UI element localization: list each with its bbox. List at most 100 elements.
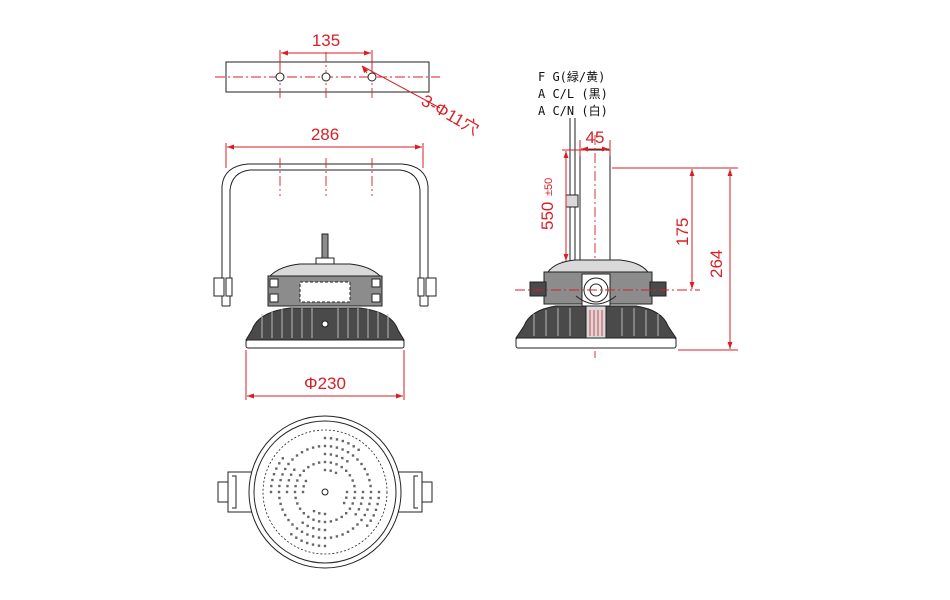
- dim-overall-height: 264: [707, 250, 726, 278]
- led-dot: [285, 490, 289, 494]
- led-dot: [278, 462, 281, 465]
- led-dot: [376, 502, 379, 506]
- led-dot: [279, 478, 282, 482]
- led-dot: [368, 478, 371, 482]
- led-dot: [340, 465, 343, 469]
- led-dot: [368, 502, 371, 506]
- led-dot: [318, 512, 321, 515]
- led-dot: [335, 463, 338, 466]
- led-dot: [323, 520, 327, 524]
- led-dot: [360, 518, 363, 522]
- led-dot: [335, 446, 339, 449]
- led-dot: [345, 512, 348, 515]
- led-dot: [312, 509, 316, 513]
- led-dot: [304, 479, 308, 483]
- side-elevation-view: F G(緑/黄) A C/L (黒) A C/N (白) 45 550 ±50: [515, 69, 738, 358]
- wiring-label-fg: F G(緑/黄): [538, 69, 605, 84]
- led-dot: [353, 484, 356, 488]
- led-dot: [335, 438, 339, 441]
- led-dot: [341, 533, 344, 536]
- led-dot: [377, 490, 381, 494]
- led-dot: [356, 458, 359, 461]
- led-dot: [290, 533, 293, 536]
- led-dot: [300, 530, 304, 533]
- led-dot: [312, 518, 315, 521]
- led-dot: [279, 502, 282, 506]
- led-dot: [329, 437, 333, 440]
- led-dot: [302, 485, 305, 488]
- led-dot: [302, 512, 305, 515]
- led-dot: [323, 444, 327, 448]
- led-dot: [353, 490, 357, 494]
- led-dot: [296, 479, 299, 482]
- led-dot: [284, 513, 287, 517]
- led-dot: [286, 484, 289, 488]
- led-dot: [281, 473, 284, 476]
- led-dot: [354, 513, 357, 516]
- led-dot: [341, 439, 344, 443]
- led-dot: [298, 474, 302, 477]
- wiring-label-acn: A C/N (白): [538, 103, 608, 118]
- led-dot: [347, 442, 350, 445]
- led-dot: [323, 528, 327, 532]
- led-dot: [271, 478, 274, 482]
- led-dot: [317, 528, 321, 531]
- led-dot: [301, 521, 304, 524]
- led-dot: [363, 513, 366, 517]
- led-dot: [272, 473, 276, 476]
- led-dot: [366, 524, 369, 527]
- led-dot: [357, 508, 361, 511]
- wiring-label-acl: A C/L (黒): [538, 87, 608, 101]
- hanging-bracket: [229, 169, 421, 306]
- led-dot: [317, 544, 321, 547]
- led-dot: [298, 507, 302, 510]
- led-dot: [346, 451, 350, 454]
- front-elevation-view: 286: [213, 125, 437, 400]
- led-dot: [348, 474, 352, 477]
- dim-body-diameter: Φ230: [304, 374, 346, 393]
- led-dot: [317, 445, 321, 448]
- led-dot: [323, 544, 327, 548]
- led-dot: [335, 518, 338, 521]
- led-dot: [291, 458, 294, 461]
- led-dot: [295, 454, 299, 457]
- led-dot: [341, 448, 344, 451]
- led-dot: [306, 448, 309, 451]
- led-dot: [293, 468, 296, 471]
- led-dot: [323, 452, 327, 456]
- led-dot: [374, 508, 378, 511]
- led-dot: [302, 469, 305, 472]
- led-dot: [296, 502, 299, 505]
- led-dot: [359, 502, 363, 505]
- dim-hole-callout: 3-Φ11穴: [418, 91, 482, 139]
- led-dot: [323, 512, 327, 516]
- led-array: [269, 436, 381, 548]
- led-dot: [340, 515, 343, 519]
- led-dot: [360, 462, 363, 466]
- led-dot: [307, 465, 310, 469]
- led-dot: [346, 530, 350, 533]
- led-dot: [329, 461, 333, 464]
- led-dot: [307, 515, 310, 519]
- led-dot: [312, 526, 315, 530]
- led-dot: [369, 519, 372, 522]
- led-dot: [342, 501, 346, 505]
- led-dot: [275, 467, 278, 470]
- led-dot: [300, 539, 303, 542]
- dim-cable-length: 550: [538, 202, 557, 230]
- dim-stem-width: 45: [586, 128, 605, 147]
- led-dot: [352, 445, 355, 448]
- led-dot: [329, 453, 333, 456]
- dim-hole-pitch: 135: [312, 31, 340, 50]
- led-dot: [353, 496, 356, 500]
- led-dot: [278, 496, 281, 500]
- led-dot: [329, 520, 333, 523]
- led-dot: [277, 490, 281, 494]
- led-dot: [346, 460, 349, 463]
- led-dot: [281, 457, 284, 460]
- led-dot: [295, 527, 299, 530]
- led-dot: [317, 461, 321, 464]
- led-dot: [329, 536, 333, 539]
- led-dot: [300, 451, 304, 454]
